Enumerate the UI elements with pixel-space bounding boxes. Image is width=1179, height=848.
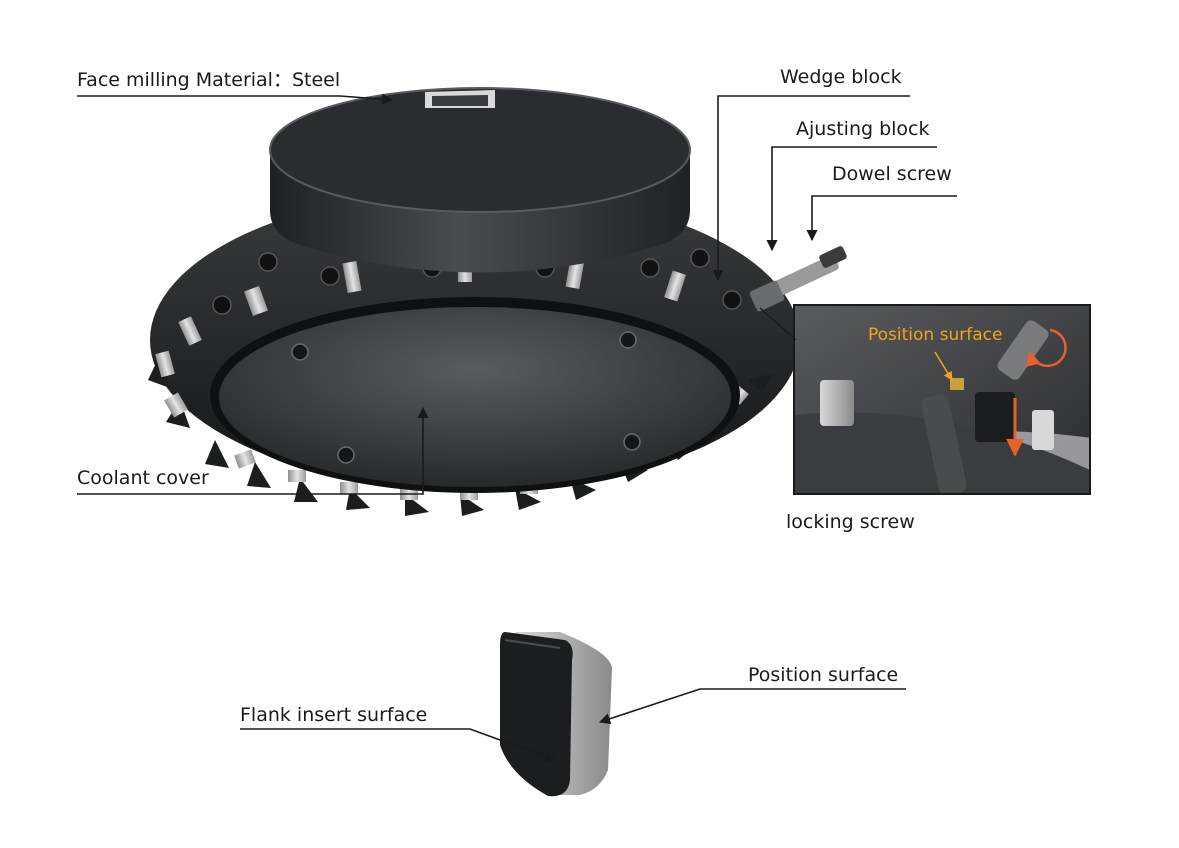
label-flank-insert-surface: Flank insert surface [240,704,428,726]
label-face-milling: Face milling Material：Steel [77,69,341,91]
inset-position-pointer [934,351,953,381]
label-position-surface: Position surface [748,664,899,686]
inset-connector [759,307,797,341]
leader-position-surface [598,688,906,725]
label-dowel-screw: Dowel screw [832,163,952,185]
inset-locking-screw [921,394,967,494]
inset-frame [793,304,1091,495]
leader-lines [77,93,957,762]
label-locking-screw: locking screw [786,511,915,533]
inset-rotation-arrow [1025,328,1067,368]
label-wedge-block: Wedge block [780,66,902,88]
leader-adjusting-block [766,146,937,252]
insert-closeup [500,632,612,797]
adjusting-hardware [749,246,847,312]
cutter-body [148,87,847,516]
coolant-cover-plate [219,307,731,487]
inset-dowel-screw [997,320,1049,380]
leader-wedge-block [712,95,910,282]
cover-screws [291,331,641,464]
inset-insert [820,380,854,426]
label-position-surface-inset: Position surface [868,325,1003,345]
detail-inset [793,304,1091,495]
label-adjusting-block: Ajusting block [796,118,930,140]
leader-flank-insert [240,728,557,762]
cutter-top-face [270,88,690,212]
inset-position-surface-marker [950,378,964,390]
inset-wedge-block [975,392,1015,442]
leader-coolant-cover [77,406,429,495]
leader-face-milling [77,93,394,105]
label-coolant-cover: Coolant cover [77,467,209,489]
insert-flank-face [500,632,573,797]
leader-dowel-screw [806,195,957,242]
